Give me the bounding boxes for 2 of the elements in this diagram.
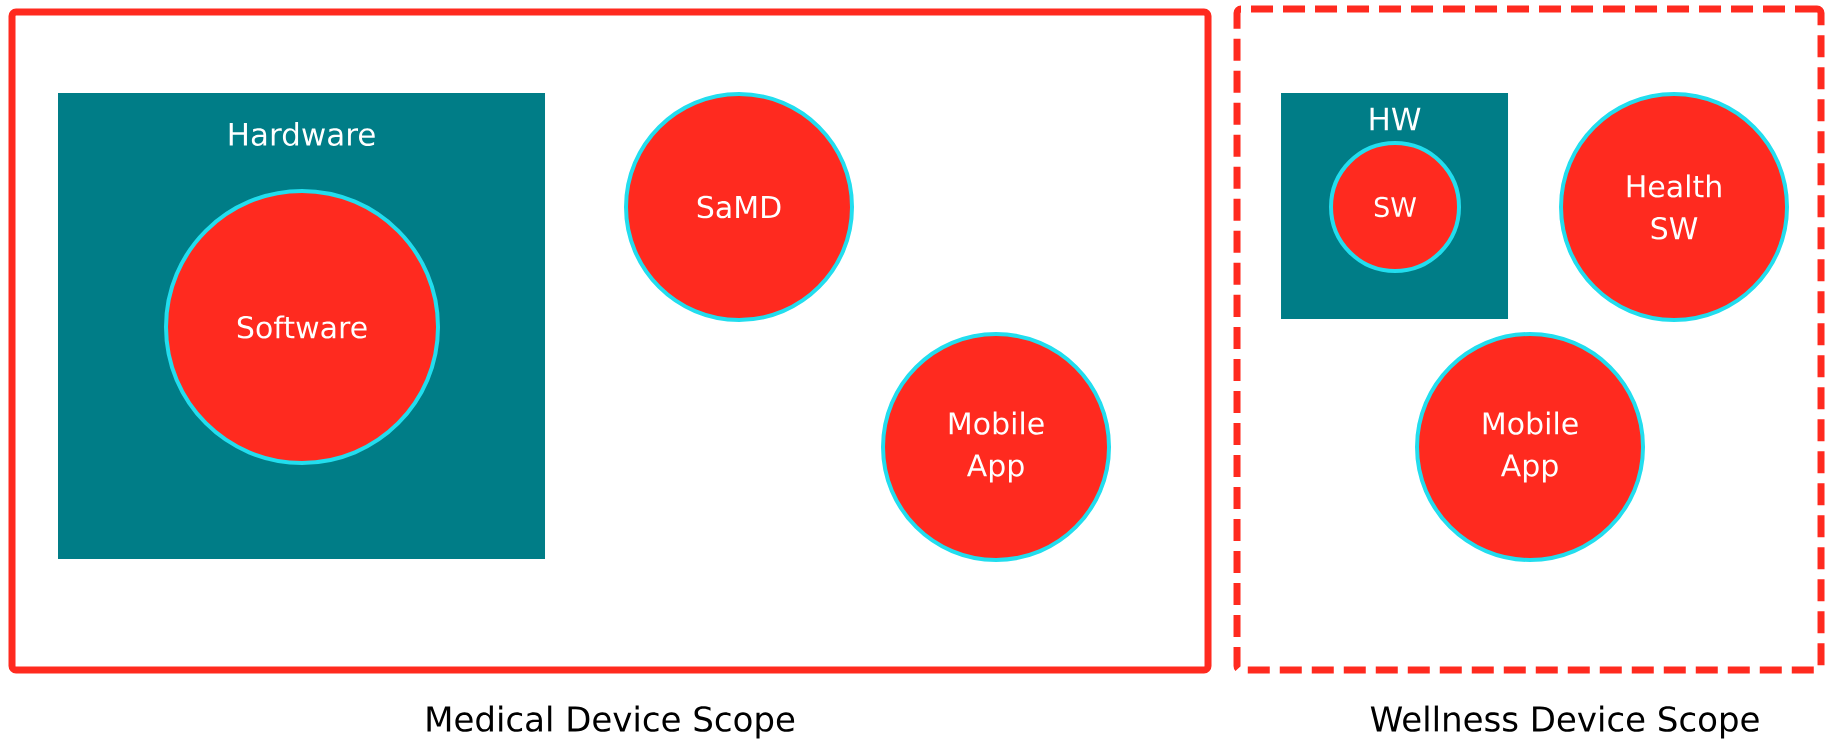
scope-caption: Medical Device Scope: [427, 705, 795, 739]
scope-caption: Wellness Device Scope: [1370, 705, 1759, 739]
